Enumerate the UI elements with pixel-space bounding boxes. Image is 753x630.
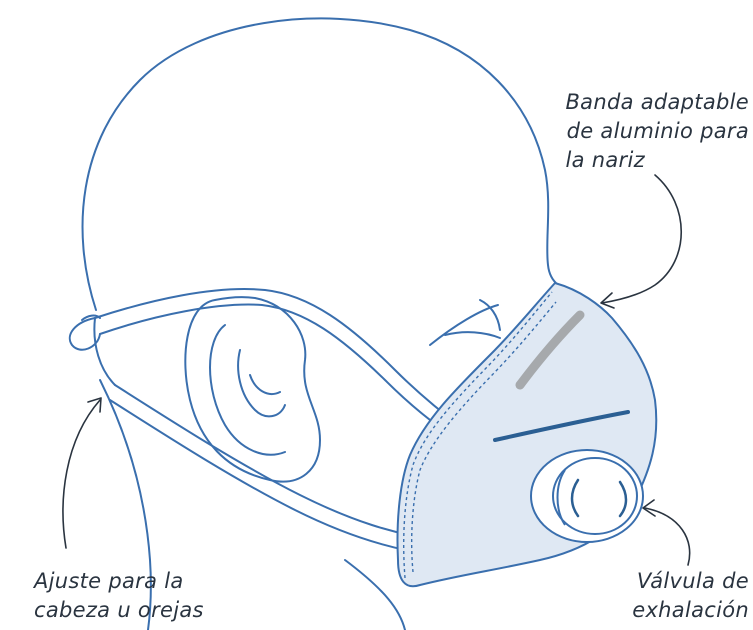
valve-ring	[553, 458, 637, 534]
nose-band-label-line: de aluminio para	[565, 117, 749, 146]
upper-strap	[95, 289, 465, 430]
ear-inner-detail	[238, 350, 285, 416]
head-strap-label-line: cabeza u orejas	[34, 596, 204, 625]
valve-label: Válvula de exhalación	[632, 567, 749, 625]
ear-inner-fold	[210, 325, 285, 455]
neck-front-line	[345, 560, 405, 630]
valve-arrow	[645, 508, 690, 565]
head-strap-arrow	[63, 400, 100, 548]
head-strap-label: Ajuste para la cabeza u orejas	[34, 567, 204, 625]
ear-outline	[185, 297, 320, 481]
upper-strap-inner	[100, 305, 458, 440]
respirator-mask	[398, 283, 657, 586]
valve-label-line: exhalación	[632, 596, 749, 625]
strap-behind-head	[94, 318, 115, 385]
exhalation-valve	[531, 450, 643, 542]
nose-band-arrow	[602, 175, 681, 303]
eye-lid	[445, 332, 500, 338]
head-strap-label-line: Ajuste para la	[34, 567, 204, 596]
nose-band-label-line: Banda adaptable	[565, 88, 749, 117]
lower-strap-inner	[110, 400, 436, 555]
lower-strap	[115, 385, 440, 540]
nose-band-label-line: la nariz	[565, 146, 749, 175]
eye-line	[430, 305, 498, 345]
head-outline	[83, 18, 575, 310]
ear-canal	[250, 375, 280, 394]
nose-band-label: Banda adaptable de aluminio para la nari…	[565, 88, 749, 175]
valve-label-line: Válvula de	[632, 567, 749, 596]
